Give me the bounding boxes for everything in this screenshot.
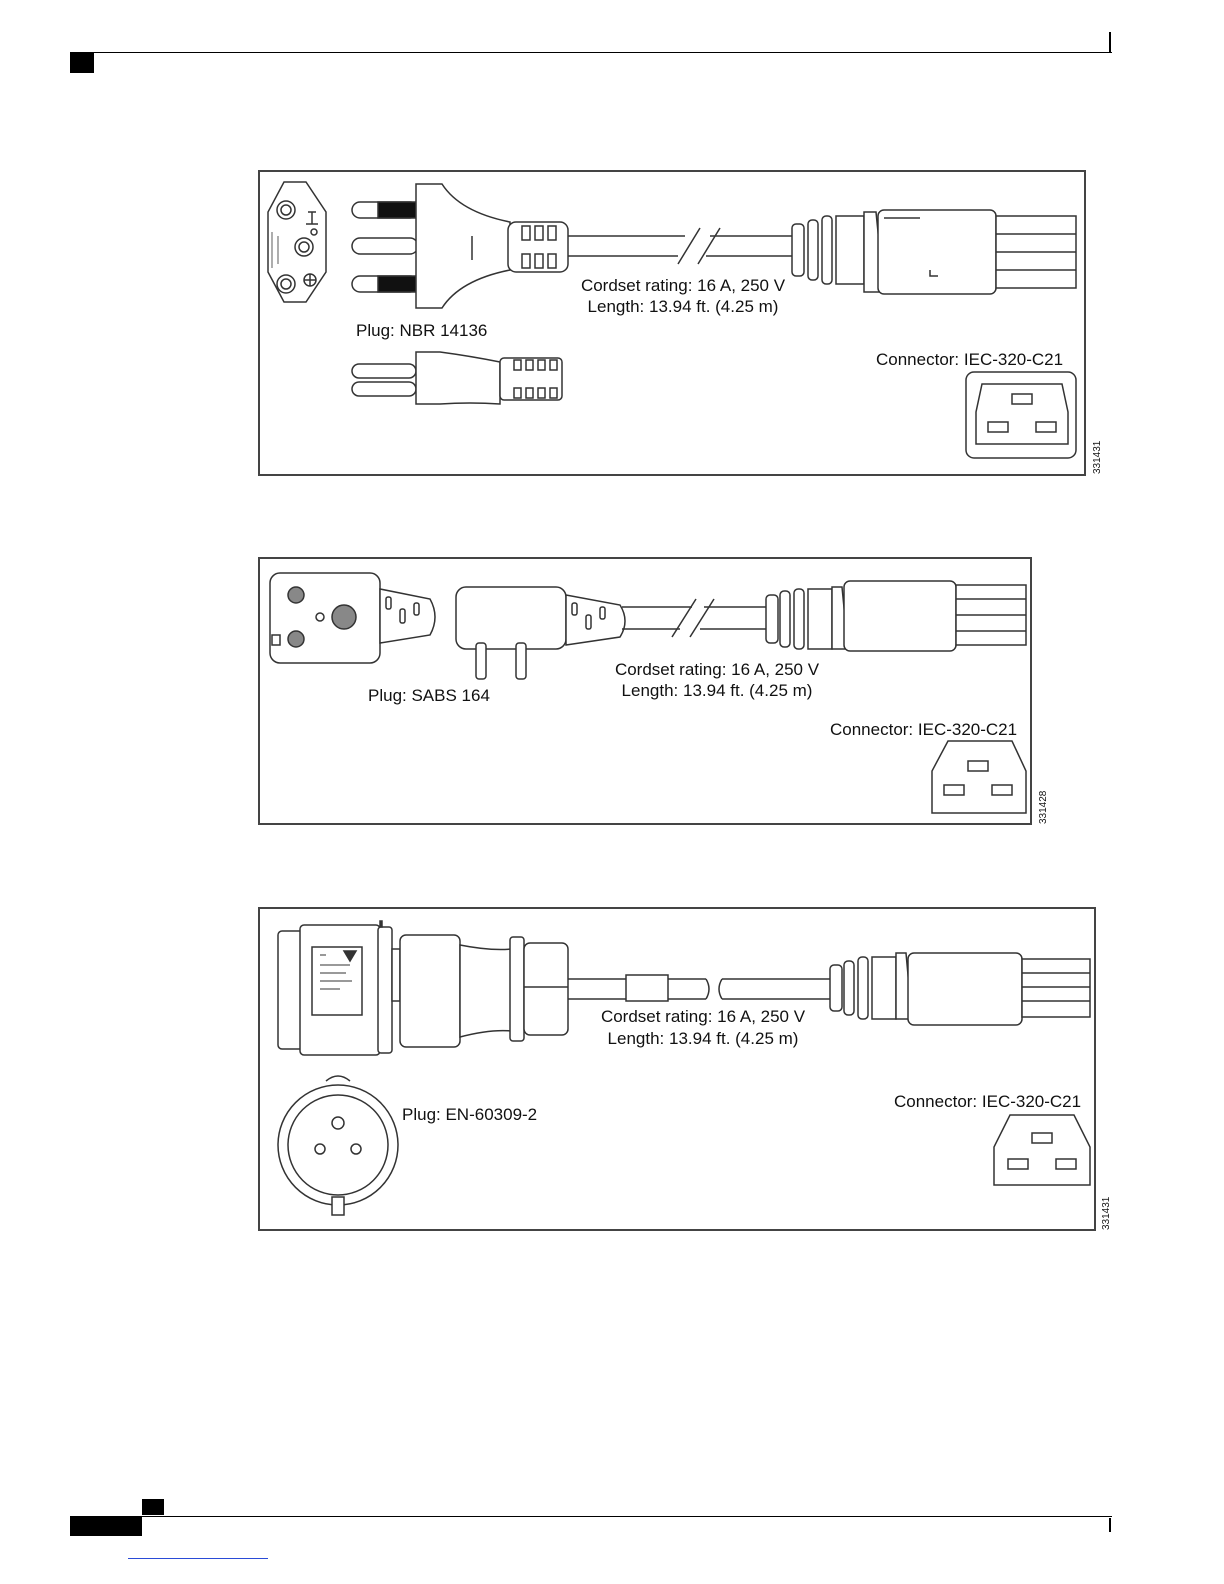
figure-3-plug-label: Plug: EN-60309-2 bbox=[402, 1105, 538, 1124]
nbr-14136-plug-side-icon bbox=[351, 351, 563, 405]
sabs-164-plug-side-icon bbox=[455, 586, 626, 680]
sabs-164-cable-illustration bbox=[269, 572, 1027, 814]
figure-3-connector-label: Connector: IEC-320-C21 bbox=[894, 1092, 1082, 1111]
footer-rule bbox=[70, 1516, 1112, 1517]
figure-1-connector-label: Connector: IEC-320-C21 bbox=[876, 350, 1064, 369]
footer-right-tick bbox=[1109, 1518, 1111, 1532]
footer-marker-block bbox=[70, 1516, 142, 1536]
sabs-164-cable bbox=[622, 598, 766, 638]
en-60309-2-plug-face-icon bbox=[277, 1075, 399, 1216]
figure-2-rating-line-1: Cordset rating: 16 A, 250 V bbox=[614, 660, 820, 679]
header-right-tick bbox=[1109, 32, 1111, 52]
iec-320-c21-connector-face bbox=[931, 740, 1027, 814]
figure-2-connector-label: Connector: IEC-320-C21 bbox=[830, 720, 1018, 739]
figure-2-rating-line-2: Length: 13.94 ft. (4.25 m) bbox=[621, 681, 813, 700]
nbr-14136-plug-face-icon bbox=[267, 181, 327, 303]
figure-en-60309-2: Cordset rating: 16 A, 250 V Length: 13.9… bbox=[258, 907, 1096, 1231]
figure-2-id: 331428 bbox=[1038, 790, 1049, 824]
figure-3-rating-line-2: Length: 13.94 ft. (4.25 m) bbox=[607, 1029, 799, 1048]
figure-1-plug-label: Plug: NBR 14136 bbox=[356, 321, 488, 340]
iec-320-c21-connector-face bbox=[993, 1114, 1091, 1186]
figure-3-rating-line-1: Cordset rating: 16 A, 250 V bbox=[600, 1007, 806, 1026]
nbr-14136-cable-illustration bbox=[267, 181, 1077, 459]
nbr-14136-plug-body bbox=[351, 183, 569, 309]
sabs-164-plug-face-icon bbox=[269, 572, 436, 664]
sabs-164-connector-side bbox=[765, 580, 1027, 652]
figure-sabs-164: Cordset rating: 16 A, 250 V Length: 13.9… bbox=[258, 557, 1032, 825]
footer-marker-block-top bbox=[142, 1499, 164, 1515]
en-60309-2-cable-illustration bbox=[277, 920, 1091, 1216]
figure-1-id: 331431 bbox=[1092, 440, 1103, 474]
figure-1-rating-line-2: Length: 13.94 ft. (4.25 m) bbox=[587, 297, 779, 316]
figure-nbr-14136: Cordset rating: 16 A, 250 V Length: 13.9… bbox=[258, 170, 1086, 476]
nbr-14136-cable bbox=[568, 227, 792, 265]
en-60309-2-cable bbox=[568, 974, 830, 1002]
footer-link-underline[interactable] bbox=[128, 1558, 268, 1559]
figure-2-plug-label: Plug: SABS 164 bbox=[368, 686, 490, 705]
header-rule bbox=[70, 52, 1112, 53]
header-marker-block bbox=[70, 53, 94, 73]
en-60309-2-connector-side bbox=[829, 952, 1091, 1026]
iec-320-c21-connector-face bbox=[965, 371, 1077, 459]
nbr-14136-connector-side bbox=[791, 209, 1077, 295]
figure-1-rating-line-1: Cordset rating: 16 A, 250 V bbox=[580, 276, 786, 295]
en-60309-2-plug-side-icon bbox=[277, 920, 569, 1056]
figure-3-id: 331431 bbox=[1101, 1196, 1112, 1230]
